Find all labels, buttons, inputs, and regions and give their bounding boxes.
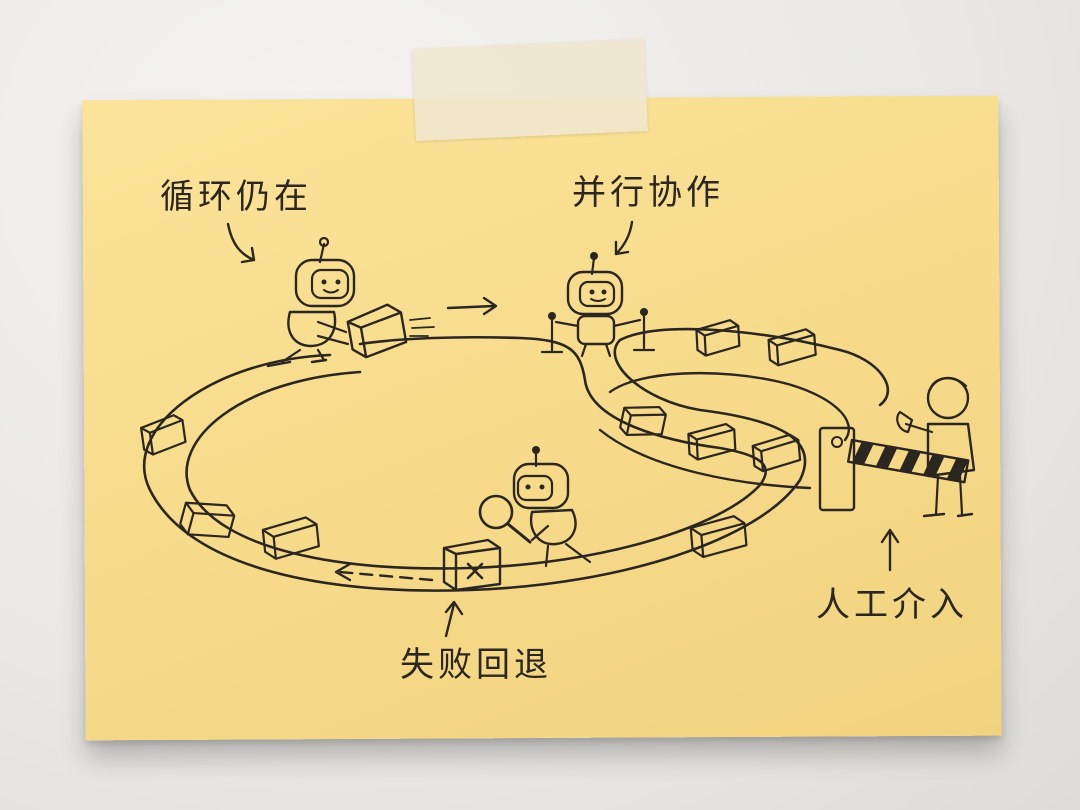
label-parallel-collab: 并行协作 [572, 173, 724, 213]
label-loop-persists: 循环仍在 [160, 177, 312, 217]
rollback-dashed-line [338, 570, 434, 582]
callout-arrow-rollback [444, 600, 464, 638]
box [689, 515, 748, 559]
label-human-intervention: 人工介入 [816, 585, 968, 625]
box [619, 405, 667, 437]
box [695, 319, 741, 357]
boxes-on-track [140, 319, 817, 560]
human-figure [896, 376, 976, 518]
box [751, 433, 802, 473]
robot-pushing-box [266, 236, 435, 368]
robot-parallel [540, 252, 656, 358]
robot-inspecting [478, 446, 592, 568]
failed-box [442, 538, 502, 592]
box [767, 328, 817, 367]
barrier-gate [818, 426, 970, 512]
callout-arrow-loop [226, 222, 256, 264]
arrow-left-icon [334, 562, 352, 582]
track [143, 327, 890, 592]
box [140, 414, 187, 456]
box [687, 422, 737, 461]
box [179, 501, 236, 539]
callout-arrow-human [880, 528, 900, 572]
x-mark-icon [466, 562, 484, 580]
magnifier-icon [478, 494, 514, 530]
box [261, 516, 320, 560]
label-failure-rollback: 失败回退 [400, 645, 552, 685]
arrow-right-icon [446, 296, 498, 316]
callout-arrow-parallel [614, 220, 634, 256]
